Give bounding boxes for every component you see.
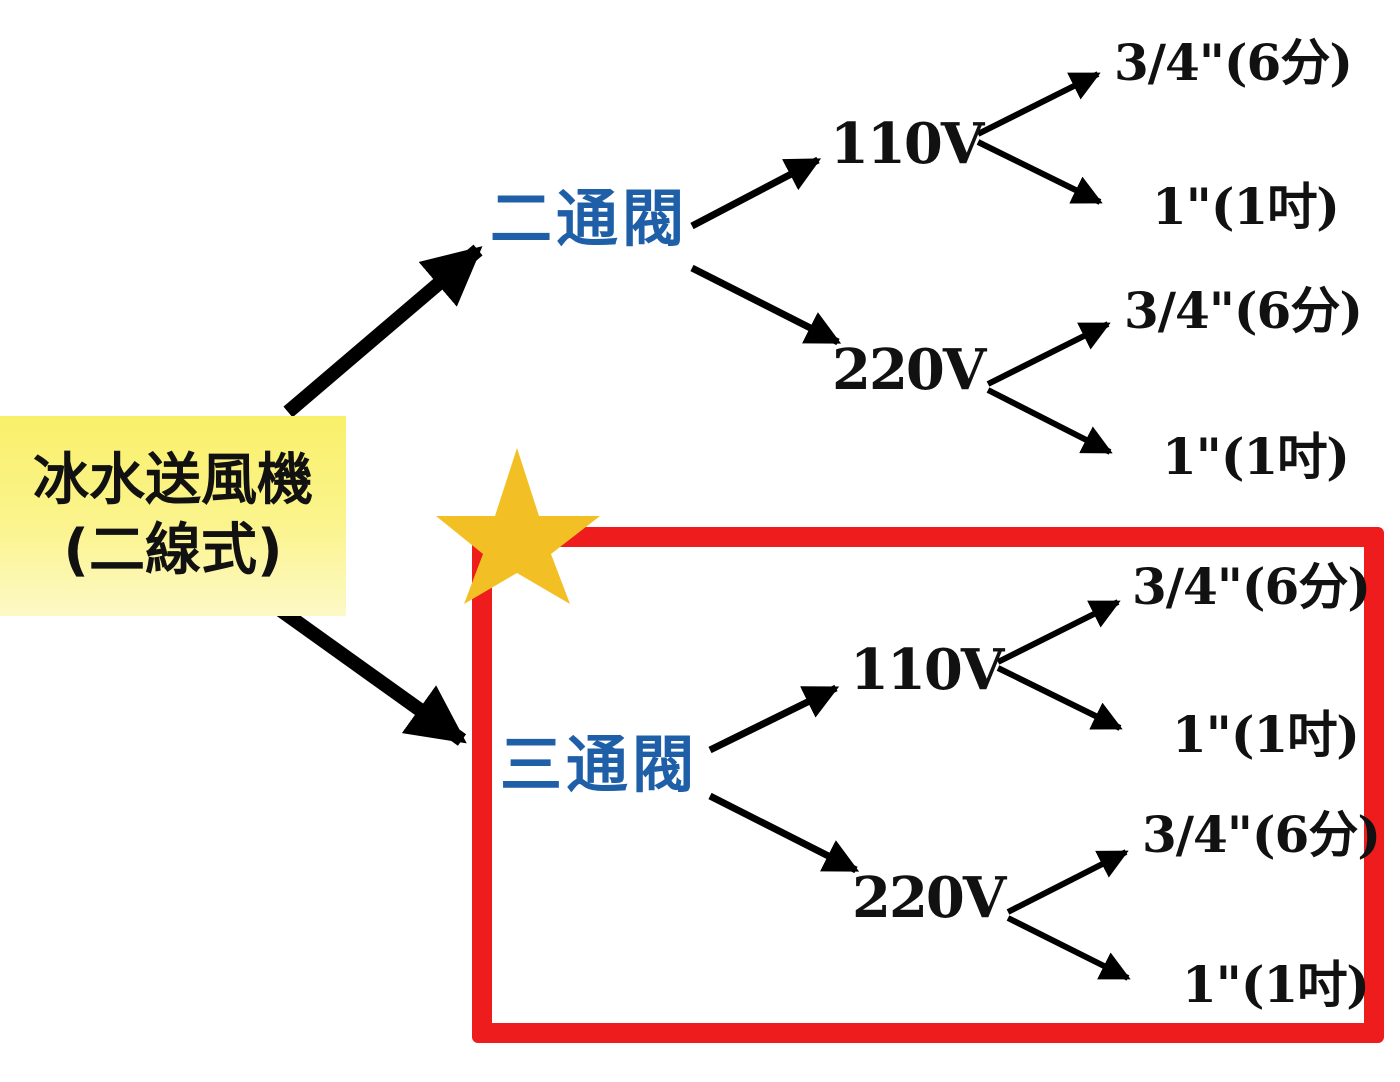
- three-way-110v-label: 110V: [850, 637, 1004, 703]
- arrow-two-way-220v-to-1: [986, 387, 1113, 455]
- three-way-220v-size-3-4: 3/4"(6分): [1142, 805, 1381, 864]
- arrow-three-way-220v-to-3-4: [1006, 849, 1129, 915]
- two-way-110v-label: 110V: [830, 111, 984, 177]
- three-way-220v-size-1: 1"(1吋): [1182, 955, 1370, 1014]
- two-way-220v-label: 220V: [832, 337, 986, 403]
- root-title: 冰水送風機: [33, 448, 313, 513]
- arrow-root-to-two-way-valve: [283, 244, 483, 418]
- arrow-root-to-three-way-valve: [267, 598, 467, 746]
- arrow-two-way-to-110v: [690, 156, 822, 230]
- arrow-three-way-110v-to-3-4: [996, 599, 1121, 665]
- two-way-220v-size-3-4: 3/4"(6分): [1124, 281, 1363, 340]
- two-way-110v-size-1: 1"(1吋): [1152, 177, 1340, 236]
- arrow-three-way-to-110v: [708, 684, 840, 754]
- two-way-valve-label: 二通閥: [490, 182, 689, 255]
- two-way-110v-size-3-4: 3/4"(6分): [1114, 33, 1353, 92]
- two-way-220v-size-1: 1"(1吋): [1162, 427, 1350, 486]
- arrow-two-way-220v-to-3-4: [986, 321, 1111, 387]
- three-way-valve-label: 三通閥: [500, 728, 699, 801]
- arrow-three-way-220v-to-1: [1006, 915, 1131, 981]
- arrow-three-way-to-220v: [708, 792, 860, 874]
- highlight-frame: [472, 527, 1384, 1043]
- root-subtitle: (二線式): [63, 518, 283, 583]
- arrow-two-way-110v-to-1: [976, 139, 1103, 205]
- star-icon: [436, 448, 600, 604]
- three-way-110v-size-3-4: 3/4"(6分): [1132, 557, 1371, 616]
- three-way-220v-label: 220V: [852, 865, 1006, 931]
- arrow-two-way-to-220v: [690, 264, 842, 346]
- arrow-three-way-110v-to-1: [996, 665, 1123, 731]
- three-way-110v-size-1: 1"(1吋): [1172, 705, 1360, 764]
- arrow-two-way-110v-to-3-4: [976, 71, 1101, 137]
- root-node-fan-coil-unit: 冰水送風機 (二線式): [0, 416, 346, 616]
